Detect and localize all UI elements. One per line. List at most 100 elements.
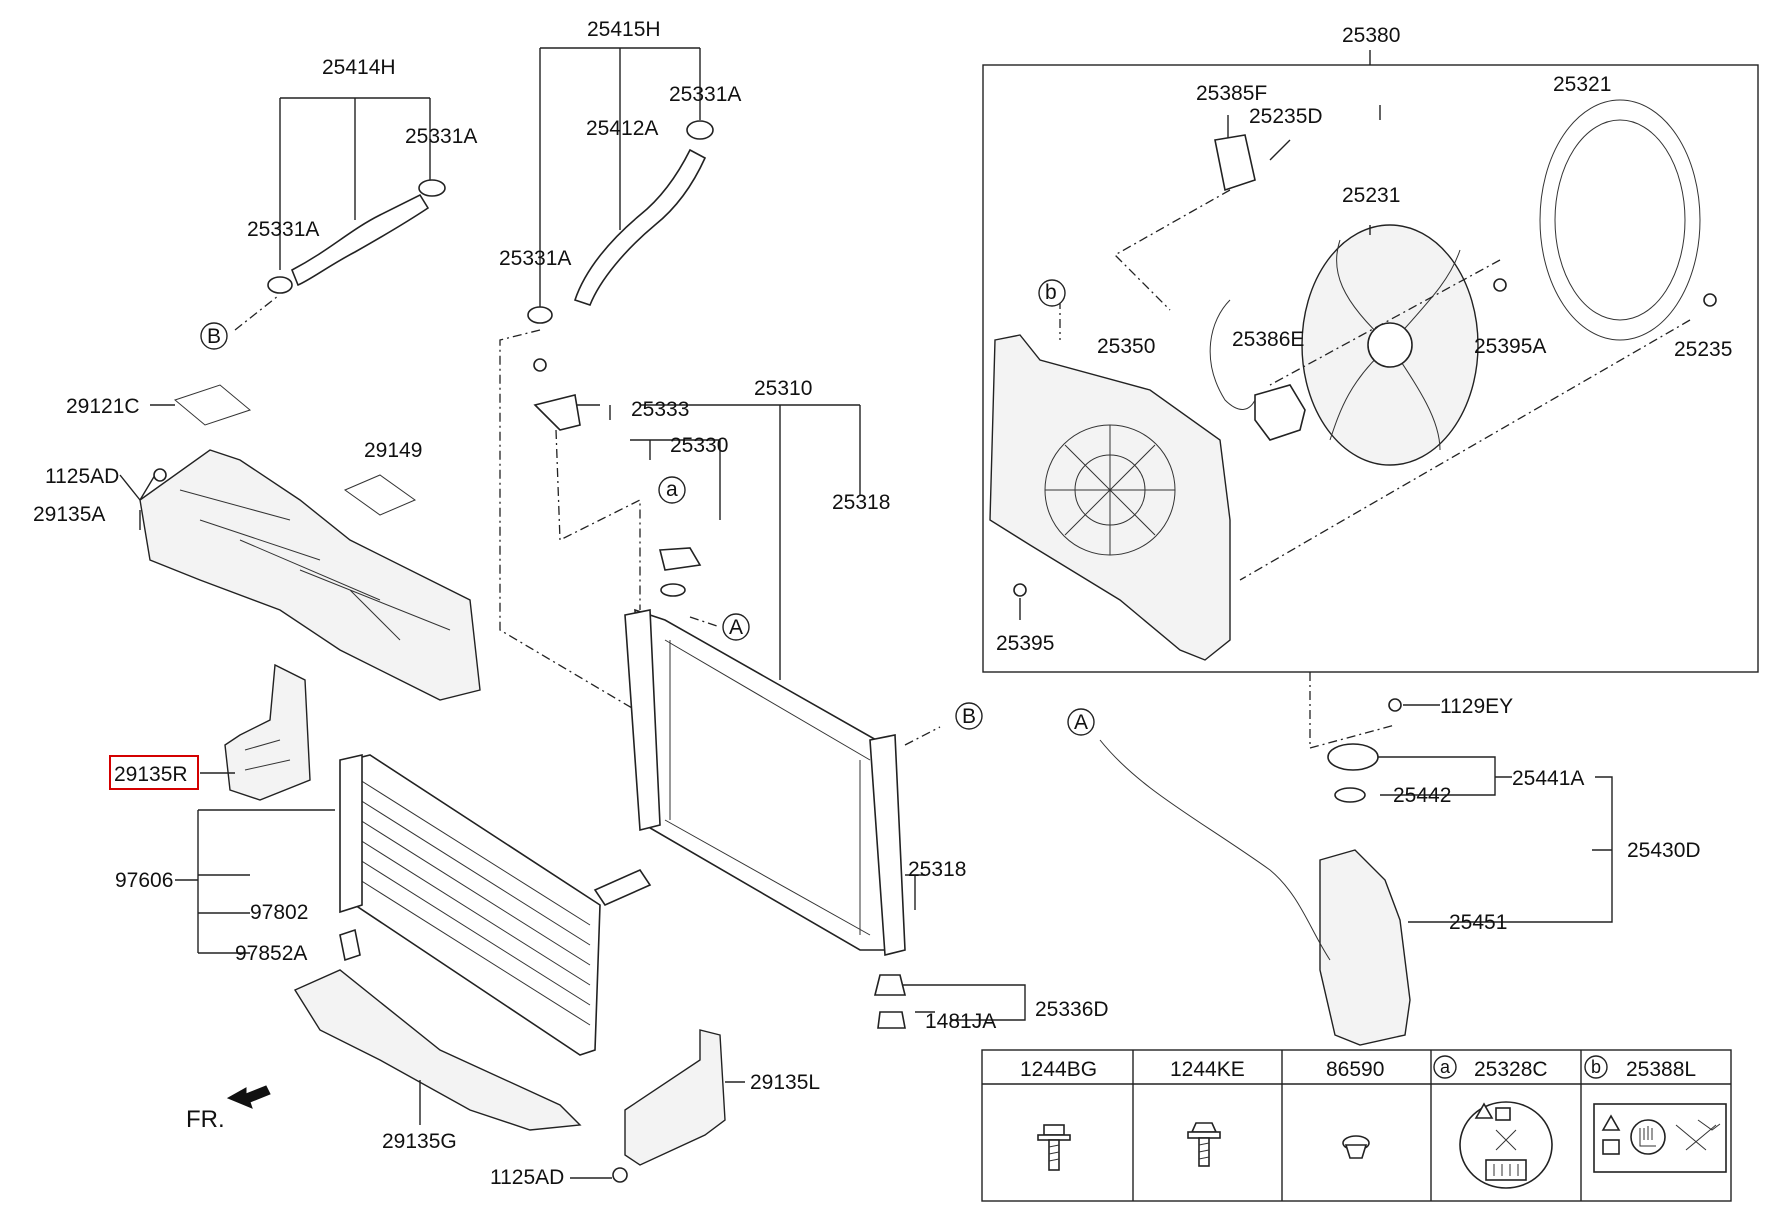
callout-1481JA[interactable]: 1481JA — [925, 1010, 996, 1033]
callout-25310[interactable]: 25310 — [754, 377, 812, 400]
highlight-box — [109, 755, 199, 790]
hose-clamp[interactable] — [418, 179, 446, 197]
radiator-cap[interactable] — [658, 547, 702, 571]
callout-25395[interactable]: 25395 — [996, 632, 1054, 655]
fan-resistor-25385F[interactable] — [1214, 134, 1256, 192]
screw-25235[interactable] — [1703, 293, 1717, 307]
coolant-reservoir-25451[interactable] — [1319, 849, 1411, 1046]
hose-clamp[interactable] — [686, 120, 714, 140]
upper-hose[interactable] — [290, 193, 430, 287]
radiator-mount-insulator[interactable] — [877, 1011, 906, 1029]
fan-motor-25386E[interactable] — [1254, 384, 1306, 441]
callout-1125AD[interactable]: 1125AD — [45, 465, 119, 488]
callout-25331A[interactable]: 25331A — [247, 218, 319, 241]
ref-label-b: b — [1045, 281, 1057, 304]
callout-25430D[interactable]: 25430D — [1627, 839, 1701, 862]
callout-1125AD[interactable]: 1125AD — [490, 1166, 564, 1189]
mounting-bracket-25333[interactable] — [533, 394, 581, 431]
lower-hose-group — [499, 47, 721, 761]
callout-25412A[interactable]: 25412A — [586, 117, 658, 140]
front-direction-marker: FR. — [186, 1085, 271, 1133]
callout-25330[interactable]: 25330 — [670, 434, 728, 457]
ref-circle-A — [722, 613, 750, 641]
fan-warning-label-icon — [1593, 1103, 1727, 1173]
radiator-mount-insulator[interactable] — [873, 974, 907, 996]
upper-air-guard[interactable] — [139, 449, 481, 701]
reservoir-cap-seal[interactable] — [1334, 787, 1366, 803]
callout-25333[interactable]: 25333 — [631, 398, 689, 421]
table-marker-a-label: a — [1440, 1057, 1451, 1077]
callout-25231[interactable]: 25231 — [1342, 184, 1400, 207]
ref-label-A: A — [1074, 711, 1088, 734]
hose-clamp[interactable] — [267, 276, 293, 294]
callout-25336D[interactable]: 25336D — [1035, 998, 1109, 1021]
callout-25318[interactable]: 25318 — [832, 491, 890, 514]
callout-29121C[interactable]: 29121C — [66, 395, 140, 418]
callout-25451[interactable]: 25451 — [1449, 911, 1507, 934]
reservoir-cap[interactable] — [1327, 743, 1379, 771]
callout-25235[interactable]: 25235 — [1674, 338, 1732, 361]
front-arrow-icon — [226, 1085, 271, 1109]
callout-97606[interactable]: 97606 — [115, 869, 173, 892]
radiator[interactable] — [634, 608, 886, 951]
callout-25414H[interactable]: 25414H — [322, 56, 396, 79]
callout-25331A[interactable]: 25331A — [405, 125, 477, 148]
bolt-1129EY[interactable] — [1388, 698, 1402, 712]
callout-25415H[interactable]: 25415H — [587, 18, 661, 41]
reservoir-group — [1099, 672, 1613, 1046]
screw-25395A[interactable] — [1493, 278, 1507, 292]
seal-pad-29149[interactable] — [343, 474, 417, 516]
callout-29135G[interactable]: 29135G — [382, 1130, 457, 1153]
callout-29135R[interactable]: 29135R — [114, 763, 188, 786]
callout-1129EY[interactable]: 1129EY — [1440, 695, 1513, 718]
callout-29149[interactable]: 29149 — [364, 439, 422, 462]
hose-clamp[interactable] — [527, 306, 553, 324]
hex-bolt-icon — [1187, 1122, 1221, 1167]
callout-97852A[interactable]: 97852A — [235, 942, 307, 965]
flange-bolt-icon — [1037, 1124, 1071, 1171]
callout-25386E[interactable]: 25386E — [1232, 328, 1304, 351]
reference-markers: B a A B b A — [200, 279, 1095, 736]
callout-25395A[interactable]: 25395A — [1474, 335, 1546, 358]
callout-29135A[interactable]: 29135A — [33, 503, 105, 526]
radiator-right-tank[interactable] — [869, 734, 906, 957]
callout-97802[interactable]: 97802 — [250, 901, 308, 924]
callout-25442[interactable]: 25442 — [1393, 784, 1451, 807]
cap-seal[interactable] — [660, 583, 686, 597]
callout-25350[interactable]: 25350 — [1097, 335, 1155, 358]
ref-circle-A — [1067, 708, 1095, 736]
bolt[interactable] — [533, 358, 547, 372]
lower-hose[interactable] — [573, 148, 707, 306]
fan-guard-25321[interactable] — [1539, 99, 1701, 341]
callout-25441A[interactable]: 25441A — [1512, 767, 1584, 790]
callout-25235D[interactable]: 25235D — [1249, 105, 1323, 128]
callout-25331A[interactable]: 25331A — [669, 83, 741, 106]
receiver-drier[interactable] — [339, 753, 363, 914]
table-marker-b-label: b — [1591, 1057, 1601, 1077]
bolt-25395[interactable] — [1013, 583, 1027, 597]
table-header-1244BG: 1244BG — [1020, 1058, 1097, 1081]
radiator-left-tank[interactable] — [624, 609, 661, 832]
callout-25321[interactable]: 25321 — [1553, 73, 1611, 96]
hot-coolant-warning-label-icon — [1459, 1101, 1553, 1189]
side-air-guard-group — [109, 663, 311, 801]
ref-label-B: B — [962, 705, 976, 728]
upper-hose-group — [234, 97, 446, 331]
side-air-guard-29135R[interactable] — [224, 663, 311, 801]
callout-labels: 25414H 25331A 25331A 25415H 25331A 25412… — [33, 18, 1732, 1189]
callout-25318[interactable]: 25318 — [908, 858, 966, 881]
seal-pad-29121C[interactable] — [173, 384, 252, 426]
drier-cap-97852A[interactable] — [339, 928, 361, 962]
callout-25385F[interactable]: 25385F — [1196, 82, 1267, 105]
ref-label-B: B — [207, 325, 221, 348]
callout-25331A[interactable]: 25331A — [499, 247, 571, 270]
table-marker-b — [1584, 1055, 1608, 1079]
ref-circle-b — [1038, 279, 1066, 307]
lower-deflector-29135G[interactable] — [293, 969, 582, 1131]
callout-25380[interactable]: 25380 — [1342, 24, 1400, 47]
bolt-1125AD[interactable] — [612, 1167, 628, 1183]
callout-29135L[interactable]: 29135L — [750, 1071, 820, 1094]
side-bracket-29135L[interactable] — [624, 1029, 726, 1166]
bolt-1125AD[interactable] — [153, 468, 167, 482]
